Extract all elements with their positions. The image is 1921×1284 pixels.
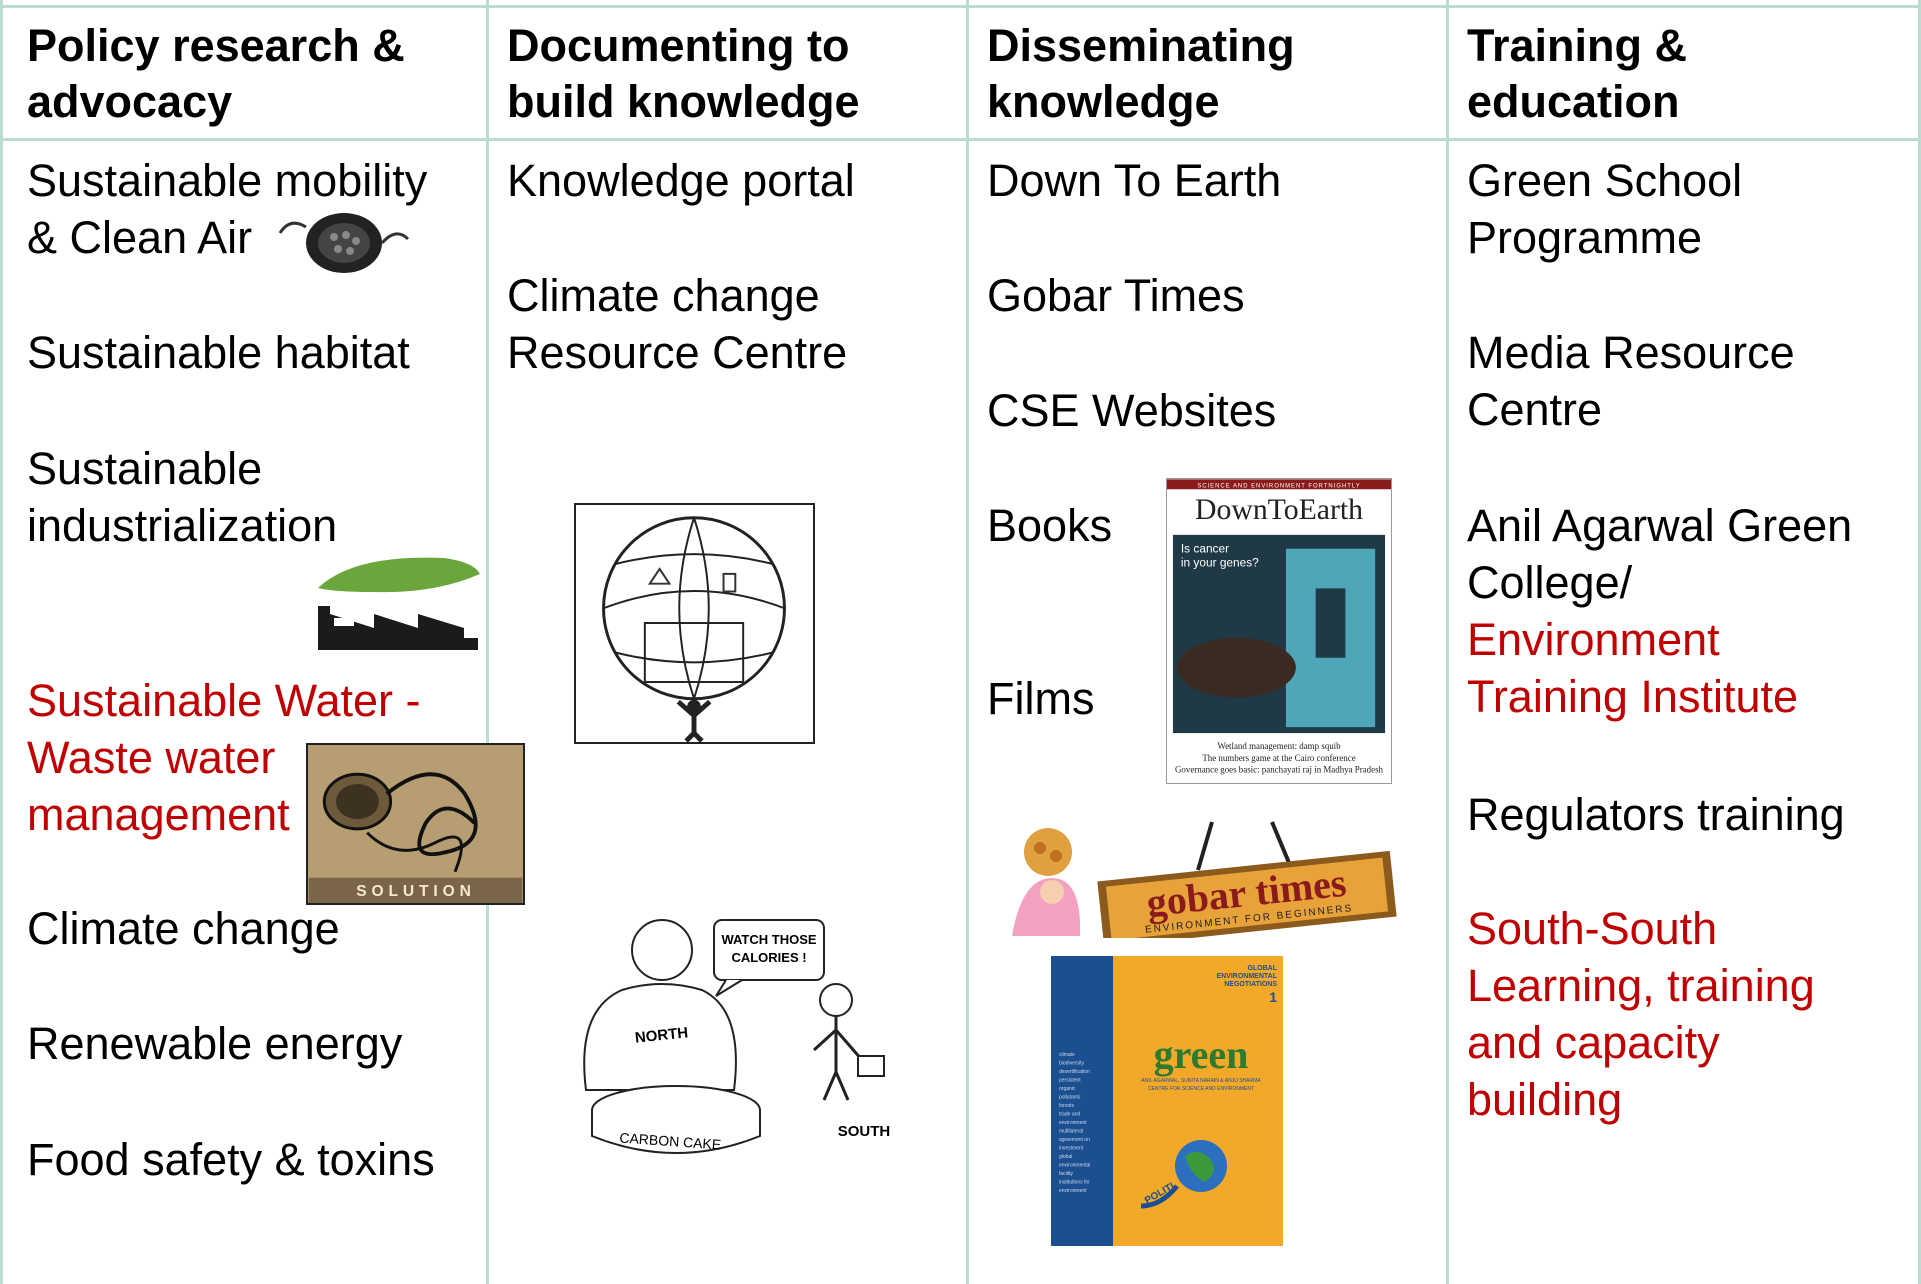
training-item-line: South-South (1467, 903, 1718, 954)
dte-teaser-1: Is cancer (1181, 542, 1229, 556)
grid-line-col2 (966, 0, 969, 1284)
south-label: SOUTH (838, 1123, 891, 1140)
header-documenting: Documenting to build knowledge (507, 20, 860, 127)
training-item-line: Anil Agarwal Green (1467, 500, 1853, 551)
solution-pipe-image: SOLUTION (306, 743, 525, 905)
green-spine-topic: multilateral (1059, 1129, 1083, 1135)
carbon-cake-cartoon: WATCH THOSE CALORIES ! NORTH CARBON CAKE… (566, 900, 928, 1162)
down-to-earth-cover: SCIENCE AND ENVIRONMENT FORTNIGHTLY Down… (1166, 478, 1392, 784)
dte-footer-3: Governance goes basic: panchayati raj in… (1175, 765, 1384, 775)
grid-line-top (0, 5, 1921, 8)
green-series-4: 1 (1269, 989, 1277, 1005)
item-down-to-earth: Down To Earth (987, 155, 1282, 206)
dte-topline: SCIENCE AND ENVIRONMENT FORTNIGHTLY (1197, 483, 1360, 489)
training-item-line: Programme (1467, 212, 1703, 263)
gobar-times-sign: gobar times ENVIRONMENT FOR BEGINNERS (1002, 818, 1398, 938)
grid-line-right (1918, 0, 1921, 1284)
training-item-line: Training Institute (1467, 671, 1798, 722)
pollution-mask-image (278, 203, 410, 281)
green-spine-topic: environmental (1059, 1163, 1090, 1169)
green-spine-topic: facility (1059, 1171, 1073, 1177)
item-sustainable-mobility: Sustainable mobility & Clean Air (27, 155, 428, 263)
green-series-1: GLOBAL (1247, 965, 1277, 972)
grid-line-left (0, 0, 3, 1284)
item-books: Books (987, 500, 1113, 551)
green-series-3: NEGOTIATIONS (1224, 981, 1277, 988)
item-knowledge-portal: Knowledge portal (507, 155, 855, 206)
item-gobar-times: Gobar Times (987, 270, 1245, 321)
training-item-line: Green School (1467, 155, 1743, 206)
grid-line-col1 (486, 0, 489, 1284)
item-food-safety: Food safety & toxins (27, 1134, 435, 1185)
green-book-cover: GLOBAL ENVIRONMENTAL NEGOTIATIONS 1 gree… (1051, 956, 1283, 1246)
green-spine-topic: environment (1059, 1120, 1087, 1126)
green-spine-topics: climate biodiversity desertification persis… (1059, 1052, 1090, 1194)
green-spine-topic: climate (1059, 1052, 1075, 1058)
green-spine-topic: environment (1059, 1188, 1087, 1194)
green-spine-topic: organic (1059, 1086, 1076, 1092)
green-publisher: CENTRE FOR SCIENCE AND ENVIRONMENT (1148, 1086, 1254, 1092)
training-item: Regulators training (1467, 786, 1845, 843)
grid-line-header (0, 138, 1921, 141)
green-authors: ANIL AGARWAL, SUNITA NARAIN & ANJU SHARM… (1141, 1078, 1261, 1084)
green-spine-topic: trade and (1059, 1112, 1080, 1118)
training-item-line: College/ (1467, 557, 1633, 608)
item-climate-change: Climate change (27, 903, 340, 954)
item-climate-resource-centre: Climate change Resource Centre (507, 270, 848, 378)
item-films: Films (987, 673, 1095, 724)
green-spine-topic: forests (1059, 1103, 1075, 1109)
green-series-2: ENVIRONMENTAL (1216, 973, 1277, 980)
item-sustainable-habitat: Sustainable habitat (27, 327, 410, 378)
training-item-line: and capacity (1467, 1017, 1720, 1068)
green-spine-topic: biodiversity (1059, 1061, 1085, 1067)
header-disseminating: Disseminating knowledge (987, 20, 1295, 127)
solution-label: SOLUTION (356, 883, 476, 900)
speech-line-1: WATCH THOSE (721, 932, 816, 947)
item-cse-websites: CSE Websites (987, 385, 1277, 436)
item-sustainable-industrialization: Sustainable industrialization (27, 443, 338, 551)
green-spine-topic: desertification (1059, 1069, 1090, 1075)
green-spine-topic: persistent (1059, 1078, 1081, 1084)
item-renewable-energy: Renewable energy (27, 1018, 403, 1069)
green-spine-topic: investment (1059, 1146, 1084, 1152)
green-title: green (1154, 1032, 1249, 1077)
training-item-line: Environment (1467, 614, 1720, 665)
shirt-label: NORTH (634, 1024, 689, 1046)
header-training: Training & education (1467, 20, 1688, 127)
dte-teaser-2: in your genes? (1181, 556, 1259, 570)
item-sustainable-water: Sustainable Water - Waste water manageme… (27, 675, 421, 840)
dte-footer-2: The numbers game at the Cairo conference (1202, 753, 1355, 763)
header-policy-research: Policy research & advocacy (27, 20, 405, 127)
training-item-line: Centre (1467, 384, 1603, 435)
training-item-line: Regulators training (1467, 789, 1845, 840)
green-spine-topic: pollutants (1059, 1095, 1081, 1101)
grid-line-col3 (1446, 0, 1449, 1284)
dte-footer-1: Wetland management: damp squib (1217, 741, 1341, 751)
green-spine-topic: agreement on (1059, 1137, 1090, 1143)
training-item-line: building (1467, 1074, 1623, 1125)
training-item-line: Learning, training (1467, 960, 1815, 1011)
speech-line-2: CALORIES ! (731, 950, 806, 965)
training-item-line: Media Resource (1467, 327, 1795, 378)
green-spine-topic: global (1059, 1154, 1072, 1160)
cake-label: CARBON CAKE (619, 1129, 722, 1152)
dte-masthead: DownToEarth (1195, 494, 1363, 526)
atlas-globe-image (574, 503, 815, 744)
green-spine-topic: institutions for (1059, 1180, 1090, 1186)
leaf-factory-image (314, 548, 482, 650)
